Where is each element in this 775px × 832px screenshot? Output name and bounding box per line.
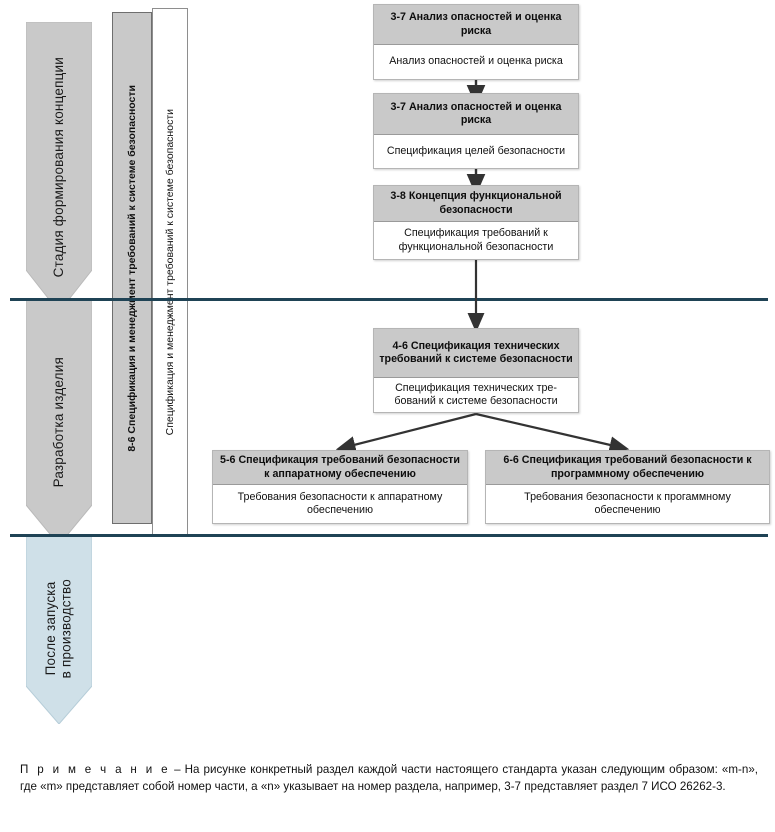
box-6-6-software-safety-requirements-header: 6-6 Спецификация требований безопасности… xyxy=(486,451,769,485)
stage-arrow-after-launch-label: После запуска в производство xyxy=(43,579,74,679)
box-3-7-hazard-analysis[interactable]: 3-7 Анализ опасностей и оценка риска Ана… xyxy=(373,4,579,80)
sidebar-spec-management: Спецификация и менеджмент требований к с… xyxy=(152,8,188,536)
box-3-7-safety-goals-body: Спецификация целей безопасности xyxy=(374,135,578,168)
box-3-8-functional-safety-concept-header: 3-8 Концепция функциональной безопасност… xyxy=(374,186,578,222)
stage-arrow-after-launch: После запуска в производство xyxy=(26,534,92,724)
box-3-7-hazard-analysis-header: 3-7 Анализ опасностей и оценка риска xyxy=(374,5,578,45)
divider-concept-development xyxy=(10,298,768,301)
stage-arrow-concept-label: Стадия формирования концепции xyxy=(51,56,67,278)
box-6-6-software-safety-requirements-body: Требования безопасности к прогаммному об… xyxy=(486,485,769,523)
figure-note-lead: П р и м е ч а н и е xyxy=(20,763,170,776)
stage-arrow-product-development-shape xyxy=(26,300,92,545)
box-6-6-software-safety-requirements[interactable]: 6-6 Спецификация требований безопасности… xyxy=(485,450,770,524)
divider-development-after-launch xyxy=(10,534,768,537)
box-3-7-safety-goals-header: 3-7 Анализ опасностей и оценка риска xyxy=(374,94,578,135)
box-5-6-hardware-safety-requirements-header: 5-6 Спецификация требований безопасности… xyxy=(213,451,467,485)
box-5-6-hardware-safety-requirements[interactable]: 5-6 Спецификация требований безопасности… xyxy=(212,450,468,524)
figure-note-text: – На рисунке конкретный раздел каждой ча… xyxy=(20,763,758,793)
stage-arrow-product-development-label: Разработка изделия xyxy=(51,357,67,488)
box-4-6-technical-safety-requirements-body: Спецификация технических тре-бований к с… xyxy=(374,378,578,412)
stage-arrow-concept-shape xyxy=(26,22,92,312)
stage-arrow-after-launch-shape xyxy=(26,534,92,724)
stage-arrow-concept: Стадия формирования концепции xyxy=(26,22,92,312)
stage-arrow-product-development: Разработка изделия xyxy=(26,300,92,545)
sidebar-8-6-spec-management-label: 8-6 Спецификация и менеджмент требований… xyxy=(125,84,138,452)
box-3-8-functional-safety-concept-body: Спецификация требований к функциональной… xyxy=(374,222,578,259)
box-3-7-hazard-analysis-body: Анализ опасностей и оценка риска xyxy=(374,45,578,79)
box-5-6-hardware-safety-requirements-body: Требования безопасности к аппаратному об… xyxy=(213,485,467,523)
box-3-8-functional-safety-concept[interactable]: 3-8 Концепция функциональной безопасност… xyxy=(373,185,579,260)
sidebar-8-6-spec-management: 8-6 Спецификация и менеджмент требований… xyxy=(112,12,152,524)
box-4-6-technical-safety-requirements-header: 4-6 Спецификация технических требований … xyxy=(374,329,578,378)
box-3-7-safety-goals[interactable]: 3-7 Анализ опасностей и оценка риска Спе… xyxy=(373,93,579,169)
sidebar-spec-management-label: Спецификация и менеджмент требований к с… xyxy=(163,108,176,436)
connector-box4-box5 xyxy=(335,412,477,454)
connector-box4-box6 xyxy=(475,412,630,454)
box-4-6-technical-safety-requirements[interactable]: 4-6 Спецификация технических требований … xyxy=(373,328,579,413)
figure-note: П р и м е ч а н и е – На рисунке конкрет… xyxy=(20,762,758,796)
